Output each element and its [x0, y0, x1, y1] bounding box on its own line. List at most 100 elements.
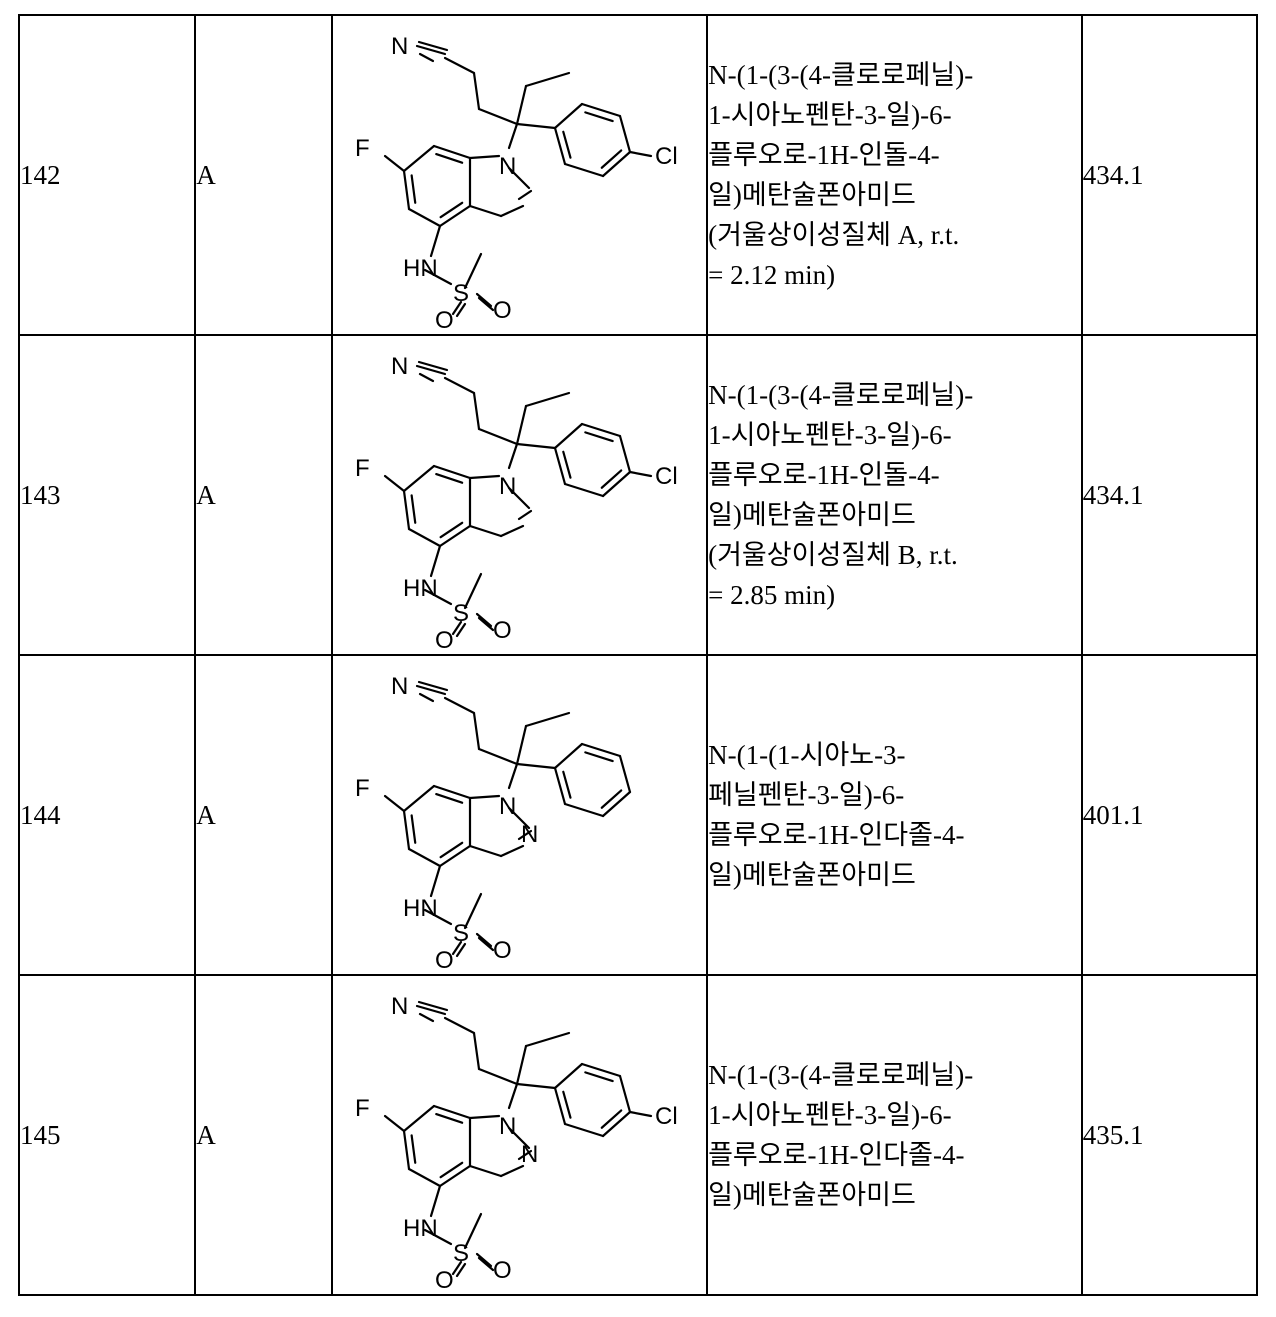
bond: [477, 294, 491, 306]
table-row: 143 A NClFNHNSOO N-(1-(3-(4-클로로페닐)-1-시아노…: [19, 335, 1257, 655]
structure-cell: NClFNHNSOO: [332, 335, 708, 655]
amine-label: HN: [403, 1215, 438, 1242]
phenyl-bond: [555, 104, 582, 128]
compound-name-cell: N-(1-(3-(4-클로로페닐)-1-시아노펜탄-3-일)-6-플루오로-1H…: [707, 15, 1082, 335]
structure-drawing: NClFNHNSOO: [333, 336, 708, 654]
phenyl-bond: [555, 744, 582, 768]
bond: [517, 86, 526, 124]
double-bond: [440, 1163, 462, 1177]
bond: [501, 846, 523, 856]
name-line: 플루오로-1H-인돌-4-: [708, 135, 1081, 175]
bond: [526, 393, 569, 406]
bond: [479, 749, 517, 764]
double-bond: [479, 618, 493, 630]
bond: [526, 713, 569, 726]
ring-bond: [440, 1166, 470, 1186]
bond: [517, 444, 555, 448]
sulfur-label: S: [453, 920, 469, 947]
nitrile-bond: [420, 694, 433, 701]
nitrile-bond: [420, 374, 433, 381]
double-bond: [440, 523, 462, 537]
bond: [517, 764, 555, 768]
sulfur-label: S: [453, 1240, 469, 1267]
double-bond: [563, 132, 570, 158]
table-row: 142 A NClFNHNSOO N-(1-(3-(4-클로로페닐)-1-시아노…: [19, 15, 1257, 335]
name-line: 일)메탄술폰아미드: [708, 495, 1081, 535]
phenyl-bond: [565, 804, 603, 816]
bond: [477, 614, 491, 626]
bond: [431, 546, 440, 576]
bond: [474, 713, 479, 749]
bond: [517, 406, 526, 444]
bond: [431, 866, 440, 896]
nitrile-n-label: N: [391, 993, 408, 1020]
oxygen-label: O: [493, 297, 512, 324]
double-bond: [563, 452, 570, 478]
double-bond: [411, 495, 415, 522]
bond: [517, 726, 526, 764]
structure-drawing: NClFNNHNSOO: [333, 976, 708, 1294]
name-line: (거울상이성질체 A, r.t.: [708, 215, 1081, 255]
bond: [479, 429, 517, 444]
chloro-bond: [630, 152, 651, 156]
double-bond: [601, 470, 620, 487]
double-bond: [411, 1135, 415, 1162]
compound-name-cell: N-(1-(1-시아노-3-페닐펜탄-3-일)-6-플루오로-1H-인다졸-4-…: [707, 655, 1082, 975]
phenyl-bond: [565, 1124, 603, 1136]
phenyl-bond: [555, 424, 582, 448]
ring-bond: [440, 206, 470, 226]
ring-bond: [404, 1106, 434, 1131]
nitrile-n-label: N: [391, 33, 408, 60]
double-bond: [436, 154, 462, 163]
ring-n2-label: N: [521, 821, 538, 848]
name-line: N-(1-(3-(4-클로로페닐)-: [708, 55, 1081, 95]
ring-bond: [409, 1169, 440, 1186]
structure-cell: NFNNHNSOO: [332, 655, 708, 975]
phenyl-bond: [620, 756, 630, 792]
ring-bond: [440, 526, 470, 546]
double-bond: [563, 772, 570, 798]
amine-label: HN: [403, 575, 438, 602]
bond: [445, 1018, 474, 1033]
name-line: = 2.85 min): [708, 575, 1081, 615]
bond: [501, 1166, 523, 1176]
oxygen-label: O: [435, 1267, 454, 1294]
bond: [431, 226, 440, 256]
structure-drawing: NClFNHNSOO: [333, 16, 708, 334]
compound-number: 144: [19, 655, 195, 975]
ring-bond: [404, 466, 434, 491]
name-line: 1-시아노펜탄-3-일)-6-: [708, 1095, 1081, 1135]
bond: [474, 73, 479, 109]
compound-name-cell: N-(1-(3-(4-클로로페닐)-1-시아노펜탄-3-일)-6-플루오로-1H…: [707, 975, 1082, 1295]
chemical-structure: NClFNNHNSOO: [333, 976, 707, 1294]
ring-bond: [409, 529, 440, 546]
double-bond: [585, 432, 612, 441]
structure-cell: NClFNHNSOO: [332, 15, 708, 335]
method-code: A: [195, 975, 331, 1295]
double-bond: [440, 203, 462, 217]
oxygen-label: O: [435, 947, 454, 974]
bond: [477, 1254, 491, 1266]
name-line: = 2.12 min): [708, 255, 1081, 295]
double-bond: [585, 1072, 612, 1081]
bond: [470, 476, 499, 478]
chemical-structure: NFNNHNSOO: [333, 656, 707, 974]
oxygen-label: O: [435, 627, 454, 654]
table-row: 144 A NFNNHNSOO N-(1-(1-시아노-3-페닐펜탄-3-일)-…: [19, 655, 1257, 975]
bond: [445, 378, 474, 393]
double-bond: [479, 298, 493, 310]
bond: [445, 698, 474, 713]
method-code: A: [195, 15, 331, 335]
compound-number: 143: [19, 335, 195, 655]
oxygen-label: O: [435, 307, 454, 334]
ring-bond: [404, 171, 409, 209]
bond: [517, 124, 555, 128]
ring-bond: [404, 811, 409, 849]
ring-bond: [440, 846, 470, 866]
chloro-label: Cl: [655, 463, 678, 490]
bond: [431, 1186, 440, 1216]
structure-cell: NClFNNHNSOO: [332, 975, 708, 1295]
double-bond: [479, 938, 493, 950]
ring-n2-label: N: [521, 1141, 538, 1168]
bond: [477, 934, 491, 946]
